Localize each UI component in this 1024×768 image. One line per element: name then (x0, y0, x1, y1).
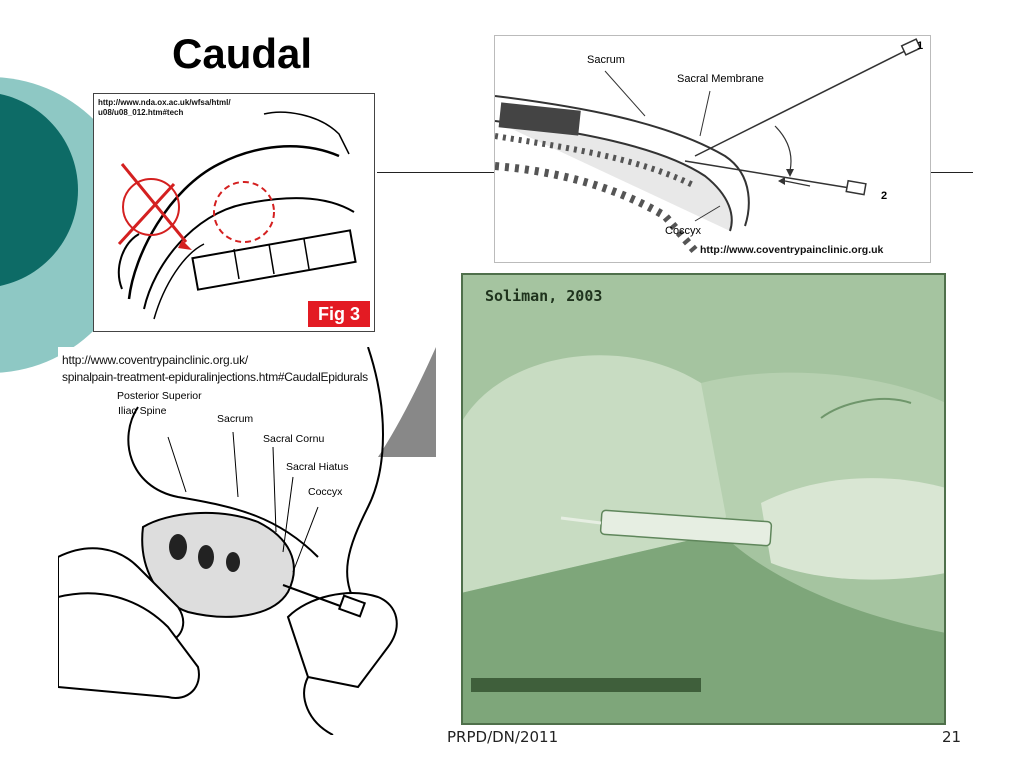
photo-soliman: Soliman, 2003 (461, 273, 946, 725)
slide-page-number: 21 (942, 728, 962, 746)
label-psis-2: Iliac Spine (118, 405, 167, 417)
label-coccyx: Coccyx (665, 225, 702, 237)
fig3-url: http://www.nda.ox.ac.uk/wfsa/html/ u08/u… (98, 98, 231, 117)
hand-illustration: http://www.coventrypainclinic.org.uk/ sp… (58, 347, 436, 735)
hand-drawing (58, 347, 436, 735)
fig3-drawing (117, 111, 357, 320)
slide-footer: PRPD/DN/2011 (447, 728, 559, 746)
hand-url-line1: http://www.coventrypainclinic.org.uk/ (62, 353, 249, 367)
photo-drawing (461, 273, 946, 725)
photo-caption: Soliman, 2003 (485, 287, 603, 305)
title-rule-right (931, 172, 973, 173)
label-coccyx-hand: Coccyx (308, 486, 343, 498)
sacral-diagram: Sacrum Sacral Membrane Coccyx 1 2 http:/… (494, 35, 931, 263)
fig3-badge-label: Fig 3 (317, 304, 360, 324)
hand-url-line2: spinalpain-treatment-epiduralinjections.… (62, 370, 368, 384)
dark-teal-circle (0, 94, 78, 286)
label-sacrum-hand: Sacrum (217, 413, 254, 425)
label-psis-1: Posterior Superior (117, 390, 202, 402)
sacral-url: http://www.coventrypainclinic.org.uk (700, 244, 884, 256)
label-sacral-cornu: Sacral Cornu (263, 433, 325, 445)
label-sacral-membrane: Sacral Membrane (677, 73, 764, 85)
slide-title: Caudal (172, 30, 313, 77)
label-sacrum: Sacrum (587, 54, 625, 66)
label-needle-1: 1 (917, 40, 924, 52)
title-rule-left (377, 172, 494, 173)
sacral-drawing (495, 38, 922, 254)
label-sacral-hiatus: Sacral Hiatus (286, 461, 349, 473)
fig3-badge: Fig 3 (308, 301, 370, 327)
label-needle-2: 2 (881, 190, 888, 202)
fig3-image: http://www.nda.ox.ac.uk/wfsa/html/ u08/u… (93, 93, 375, 332)
